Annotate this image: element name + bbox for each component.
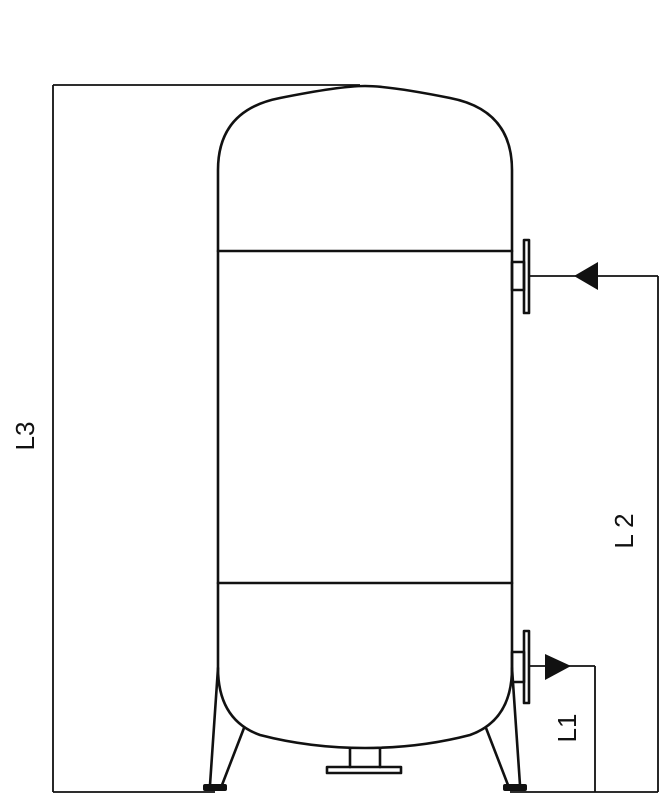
bottom-drain-nozzle (325, 746, 403, 775)
lower-nozzle (510, 629, 595, 705)
right-support-leg (484, 666, 527, 791)
l2-dimension: L 2 (609, 276, 659, 792)
upper-flow-arrow-icon (574, 262, 598, 290)
l1-label: L1 (552, 714, 582, 743)
vessel-outline (216, 84, 514, 750)
l1-dimension: L1 (552, 666, 596, 792)
l3-dimension: L3 (10, 84, 360, 793)
lower-flow-arrow-icon (545, 654, 571, 680)
upper-nozzle (510, 238, 658, 315)
tank-vessel (216, 84, 514, 750)
l3-label: L3 (10, 422, 40, 451)
left-support-leg (203, 666, 246, 791)
l2-label: L 2 (609, 513, 639, 548)
